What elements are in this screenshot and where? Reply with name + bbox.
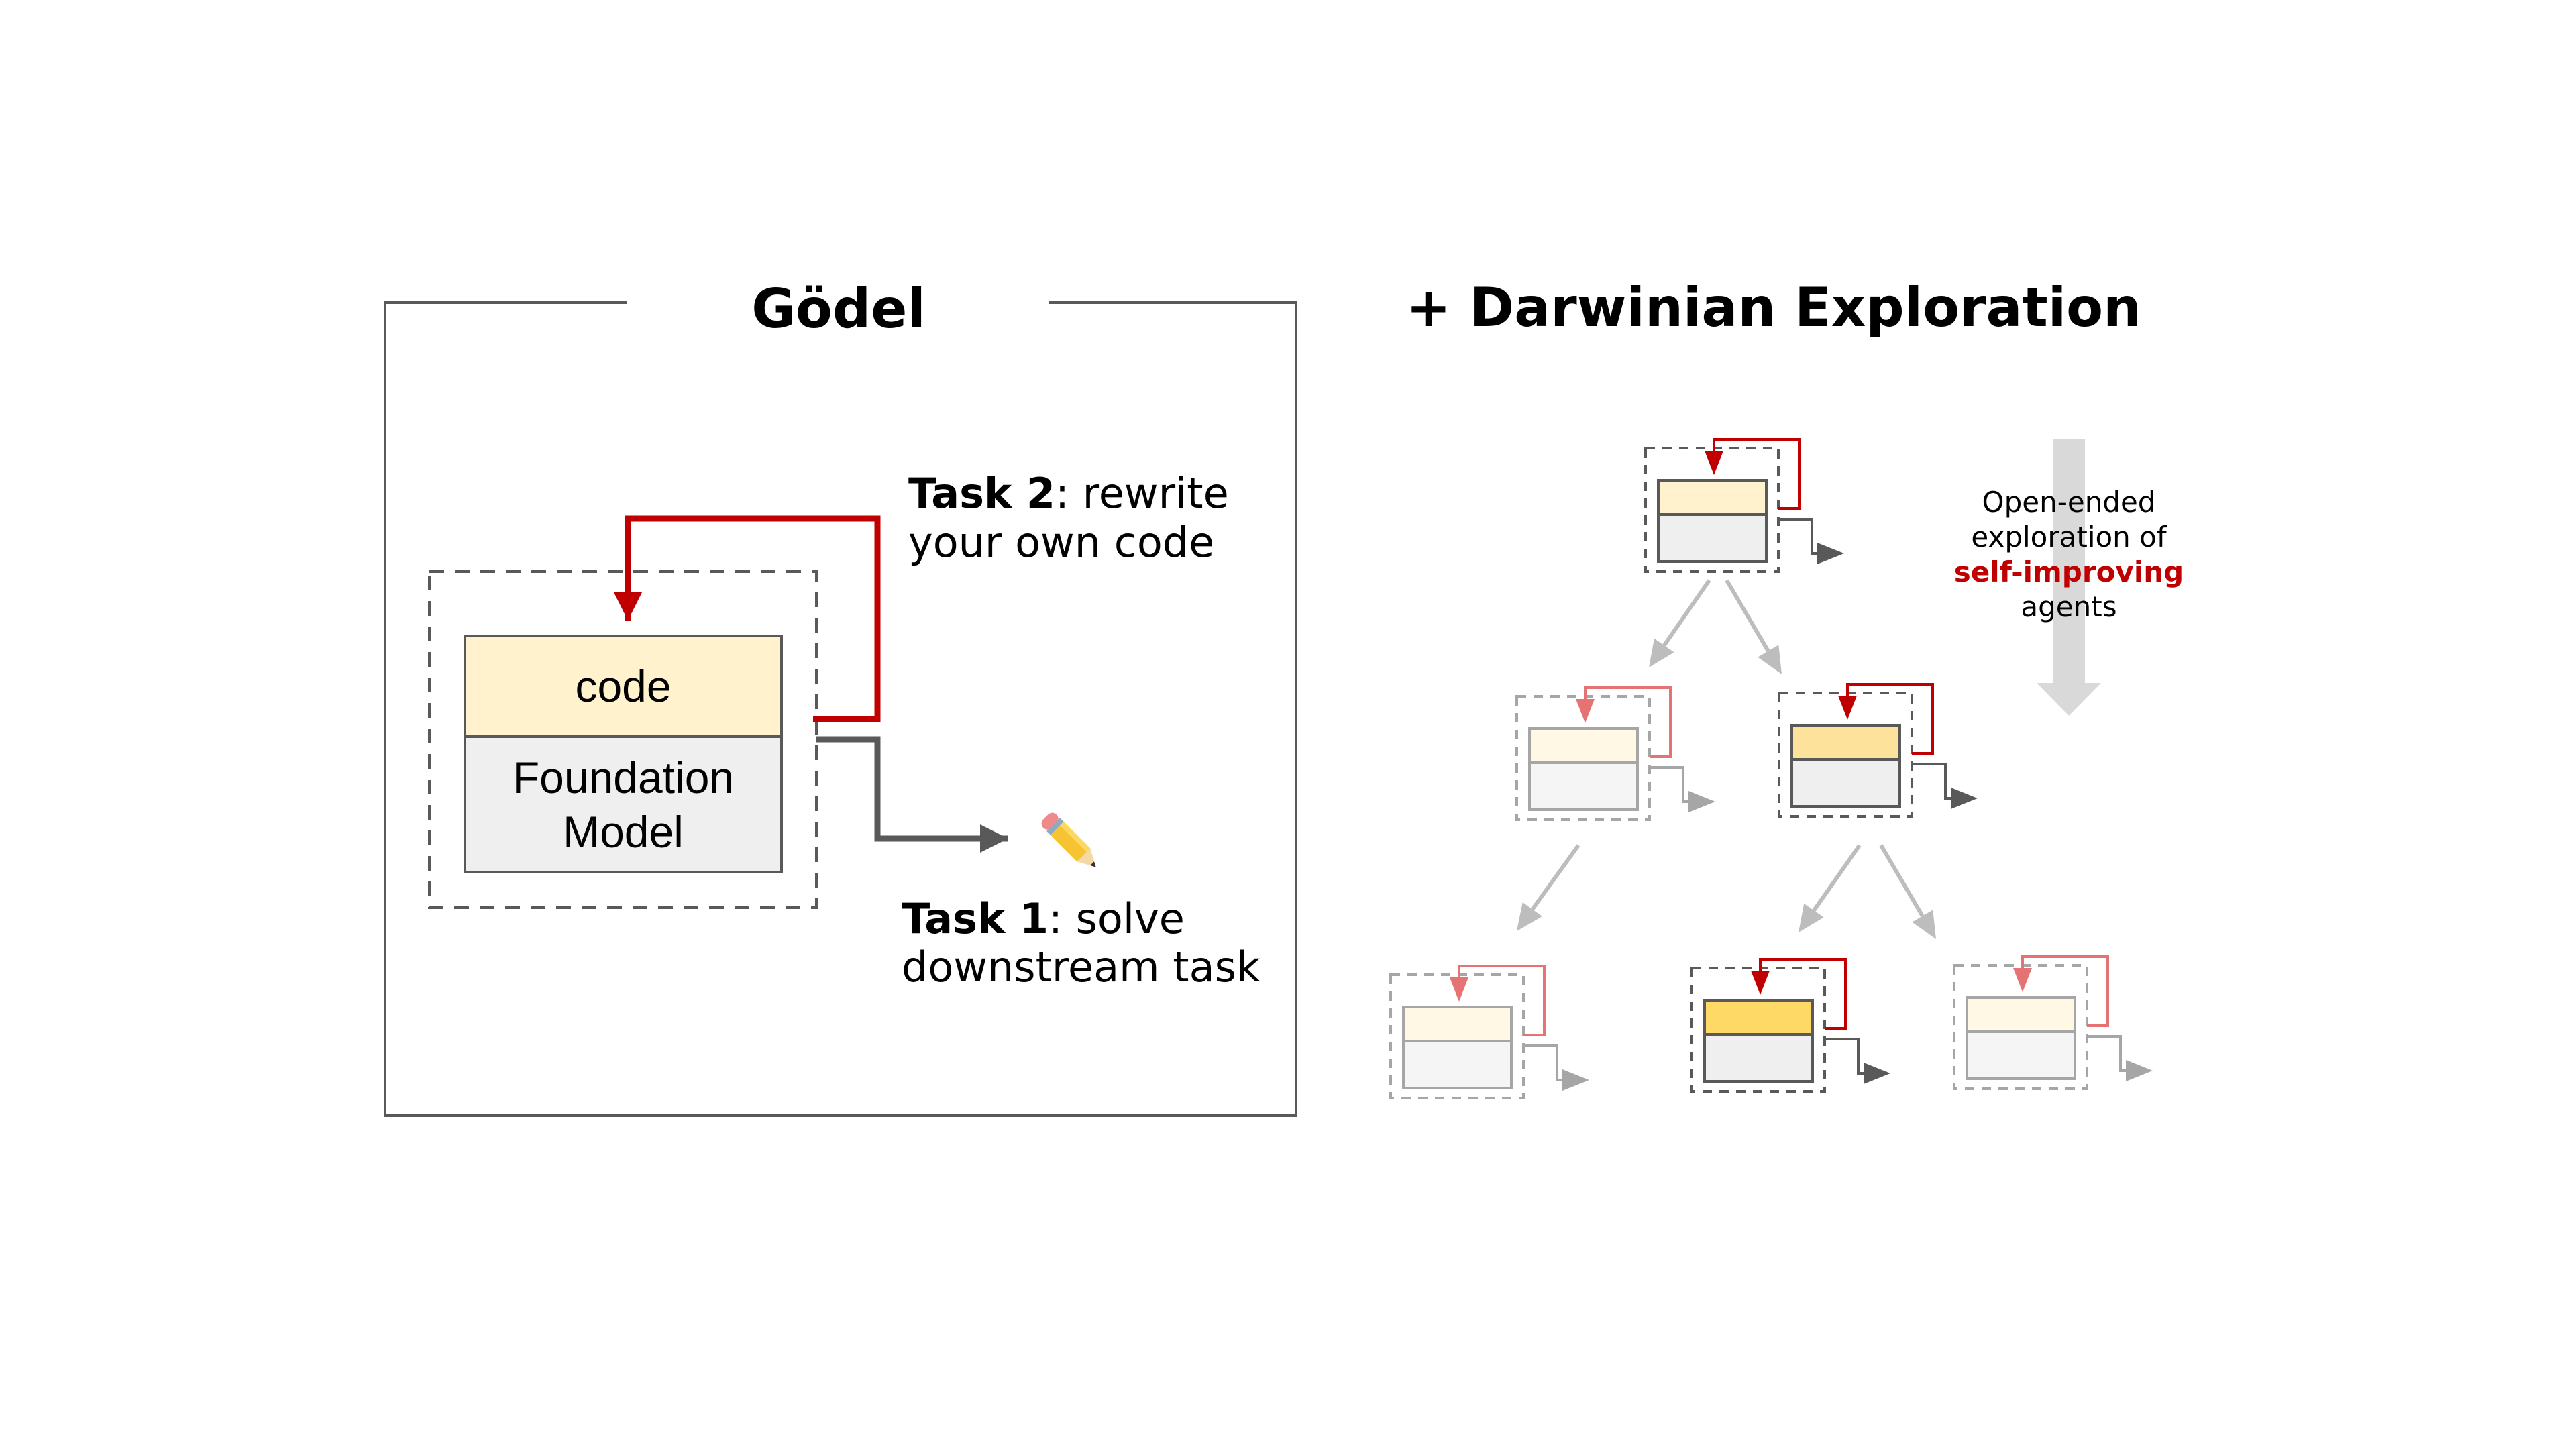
agent-node-self-modify-line	[1759, 958, 1847, 1030]
darwinian-title: + Darwinian Exploration	[1406, 276, 2141, 339]
agent-node-self-modify-line	[1584, 686, 1672, 758]
self-modify-arrow	[614, 515, 881, 722]
agent-node-model-box	[1703, 1033, 1814, 1083]
tree-edge-line	[1812, 844, 1862, 912]
agent-node-output-line	[1650, 766, 1693, 803]
agent-node-boundary	[1389, 973, 1525, 1099]
note-line2: exploration of	[1971, 521, 2167, 553]
agent-node-code-box	[1703, 999, 1814, 1036]
exploration-note: Open-ended exploration of self-improving…	[1954, 486, 2184, 623]
agent-node-output-arrowhead	[1688, 791, 1715, 812]
agent-node-model-box	[1790, 758, 1901, 808]
agent-node-boundary	[1778, 692, 1913, 818]
agent-node-code-box	[1657, 479, 1768, 516]
tree-edges	[1517, 579, 1936, 939]
agent-node-output-line	[1825, 1038, 1868, 1075]
agent-node-model-box	[1528, 761, 1639, 811]
agent-node-output-line	[1778, 518, 1821, 555]
agent-node-output-arrowhead	[1562, 1069, 1589, 1091]
agent-node-boundary	[1644, 447, 1780, 573]
task2-label-line1: Task 2: rewrite	[908, 469, 1229, 518]
agent-node-code-box	[1790, 724, 1901, 761]
foundation-model-box	[464, 735, 783, 873]
task2-bold: Task 2	[908, 469, 1055, 518]
godel-frame	[384, 301, 1297, 1117]
agent-node-grandchild-middle	[1690, 958, 1890, 1093]
agent-node-self-modify-line	[1846, 683, 1934, 755]
tree-edge-line	[1530, 844, 1580, 911]
note-line1: Open-ended	[1982, 486, 2156, 519]
task1-label-line2: downstream task	[902, 943, 1260, 991]
agent-node-output-arrowhead	[1864, 1063, 1890, 1084]
agent-node-self-modify-line	[2021, 955, 2109, 1027]
agent-node-model-box	[1402, 1040, 1513, 1089]
tree-edge-line	[1662, 579, 1711, 647]
godel-title: Gödel	[751, 278, 926, 340]
agent-node-output-line	[2087, 1035, 2130, 1072]
tree-edge-child-right-to-grandchild-middle	[1799, 844, 1862, 932]
agent-node-self-modify-arrowhead	[1838, 696, 1857, 720]
agent-node-boundary	[1515, 695, 1651, 821]
tree-edge-arrowhead	[1649, 638, 1674, 667]
agent-boundary	[428, 570, 818, 909]
agent-node-output-arrowhead	[2126, 1060, 2153, 1081]
agent-node-grandchild-right	[1953, 955, 2153, 1090]
pencil-icon	[1041, 812, 1096, 867]
agent-node-self-modify-arrowhead	[2013, 968, 2032, 992]
agent-node-grandchild-left	[1389, 965, 1589, 1099]
tree-edge-root-to-child-left	[1649, 579, 1711, 667]
agent-node-model-box	[1657, 513, 1768, 563]
task1-rest: : solve	[1049, 894, 1185, 943]
foundation-model-label-line1: Foundation	[513, 753, 734, 802]
agent-node-self-modify-line	[1713, 438, 1801, 510]
note-line4: agents	[2021, 590, 2116, 623]
tree-edge-child-left-to-grandchild-left	[1517, 844, 1580, 931]
tree-edge-root-to-child-right	[1725, 579, 1782, 674]
agent-node-model-box	[1966, 1030, 2076, 1080]
agent-node-self-modify-arrowhead	[1751, 971, 1770, 995]
agent-node-self-modify-arrowhead	[1705, 451, 1723, 475]
code-label: code	[575, 661, 671, 711]
tree-nodes	[1389, 438, 2153, 1099]
agent-node-self-modify-arrowhead	[1450, 977, 1468, 1002]
solve-task-arrow	[816, 736, 1008, 853]
agent-node-output-arrowhead	[1817, 543, 1844, 564]
agent-node-boundary	[1690, 967, 1826, 1093]
foundation-model-label-line2: Model	[563, 807, 684, 857]
agent-node-code-box	[1966, 996, 2076, 1033]
agent-node-root	[1644, 438, 1844, 573]
exploration-direction-arrow	[2037, 439, 2101, 716]
agent-node-code-box	[1528, 727, 1639, 764]
tree-edge-arrowhead	[1912, 910, 1936, 939]
tree-edge-arrowhead	[1799, 903, 1824, 932]
tree-edge-arrowhead	[1758, 645, 1782, 674]
darwinian-panel: + Darwinian Exploration Open-ended explo…	[1389, 276, 2184, 1099]
agent-node-boundary	[1953, 964, 2088, 1090]
agent-node-self-modify-arrowhead	[1576, 699, 1595, 723]
tree-edge-line	[1879, 844, 1925, 918]
agent-node-child-right	[1778, 683, 1978, 818]
task1-bold: Task 1	[902, 894, 1049, 943]
note-line3-highlight: self-improving	[1954, 555, 2184, 588]
agent-node-output-arrowhead	[1951, 788, 1978, 809]
task2-rest: : rewrite	[1055, 469, 1229, 518]
task1-label-line1: Task 1: solve	[902, 894, 1185, 943]
agent-node-output-line	[1912, 763, 1955, 800]
agent-node-child-left	[1515, 686, 1715, 821]
godel-panel: Gödel code Foundation Model Task 2: rewr…	[384, 278, 1297, 1117]
tree-edge-line	[1725, 579, 1770, 653]
agent-node-self-modify-line	[1458, 965, 1546, 1036]
tree-edge-child-right-to-grandchild-right	[1879, 844, 1936, 939]
agent-node-code-box	[1402, 1006, 1513, 1042]
task2-label-line2: your own code	[908, 518, 1214, 567]
tree-edge-arrowhead	[1517, 902, 1542, 931]
agent-node-output-line	[1523, 1044, 1566, 1081]
